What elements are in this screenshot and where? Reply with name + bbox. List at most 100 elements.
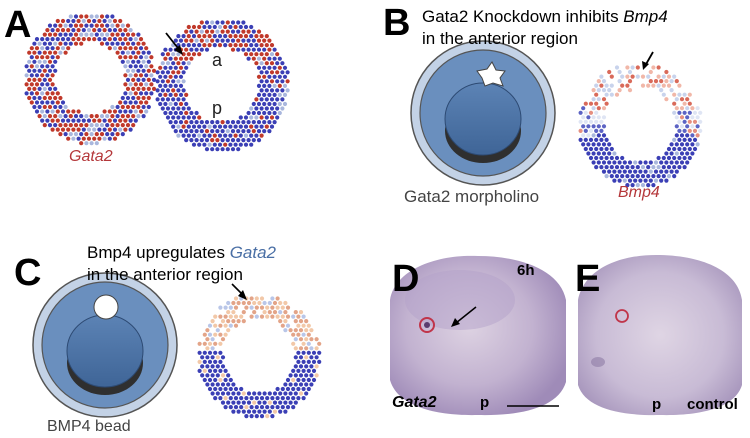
expression-dot [614,92,620,97]
expression-dot [653,178,659,183]
expression-dot [34,100,40,105]
expression-dot [120,104,125,110]
expression-dot [238,142,243,147]
expression-dot [283,328,288,333]
expression-dot [118,18,123,24]
expression-dot [131,95,136,101]
expression-dot [81,28,86,33]
expression-dot [262,391,267,396]
expression-dot [194,47,199,52]
expression-dot [270,405,275,410]
expression-dot [241,319,246,324]
expression-dot [45,91,50,96]
expression-dot [199,47,204,52]
arrow-b [642,51,654,70]
expression-dot [275,296,280,301]
expression-dot [215,138,220,143]
expression-dot [262,38,267,43]
expression-dot [176,124,181,129]
expression-dot [213,368,218,373]
expression-dot [58,104,63,110]
expression-dot [695,133,700,138]
expression-dot [643,69,648,75]
expression-dot [609,83,614,88]
expression-dot [267,409,272,414]
expression-dot [223,405,228,410]
expression-dot [45,64,50,69]
expression-dot [136,68,141,73]
gene-label-bmp4: Bmp4 [618,184,660,201]
expression-dot [249,314,254,319]
expression-dot [141,59,146,64]
expression-dot [225,147,230,152]
expression-dot [695,115,700,120]
expression-dot [165,88,171,93]
expression-dot [256,56,262,61]
expression-dot [666,165,672,170]
expression-dot [674,88,679,93]
expression-dot [218,350,223,355]
expression-dot [73,14,79,19]
expression-dot [591,88,596,93]
expression-dot [622,69,627,75]
expression-dot [672,155,677,161]
expression-dot [220,20,225,25]
expression-dot [76,37,81,42]
expression-dot [617,169,622,174]
expression-dot [259,52,264,57]
expression-dot [34,64,40,69]
expression-dot [107,127,112,132]
expression-dot [40,46,45,51]
expression-dot [249,133,254,138]
expression-dot [252,310,257,315]
expression-dot [223,377,228,383]
expression-dot [604,74,609,79]
expression-dot [280,305,285,310]
expression-dot [607,88,612,93]
expression-dot [66,46,71,51]
expression-dot [283,382,288,387]
expression-dot [609,155,614,161]
expression-dot [664,178,669,183]
expression-dot [97,37,102,42]
expression-dot [138,64,144,69]
expression-dot [599,74,604,79]
expression-dot [32,41,37,46]
expression-dot [646,165,651,170]
expression-dot [262,56,267,61]
arrow-c [231,283,247,300]
expression-dot [586,151,591,156]
expression-dot [291,323,296,328]
expression-dot [79,132,84,137]
expression-dot [264,79,269,84]
expression-dot [94,23,99,28]
expression-dot [112,37,118,42]
expression-dot [674,133,679,138]
expression-dot [262,400,267,405]
expression-dot [277,65,282,70]
expression-dot [304,319,309,324]
expression-dot [267,47,272,52]
expression-dot [184,47,189,52]
expression-dot [296,350,301,355]
expression-dot [620,83,625,88]
morpholino-label: Gata2 morpholino [404,187,540,206]
expression-dot [304,355,309,360]
expression-dot [583,110,588,115]
expression-dot [199,38,204,43]
expression-dot [272,65,277,70]
expression-dot [191,133,197,138]
expression-dot [256,120,262,125]
expression-dot [265,305,270,310]
expression-dot [218,305,223,310]
expression-dot [233,305,239,310]
expression-dot [233,323,239,328]
expression-dot [71,127,76,132]
expression-dot [285,377,291,383]
expression-dot [110,114,115,119]
expression-dot [317,350,322,355]
expression-dot [207,350,213,355]
expression-dot [243,43,249,48]
expression-dot [259,405,265,410]
expression-dot [272,391,278,396]
